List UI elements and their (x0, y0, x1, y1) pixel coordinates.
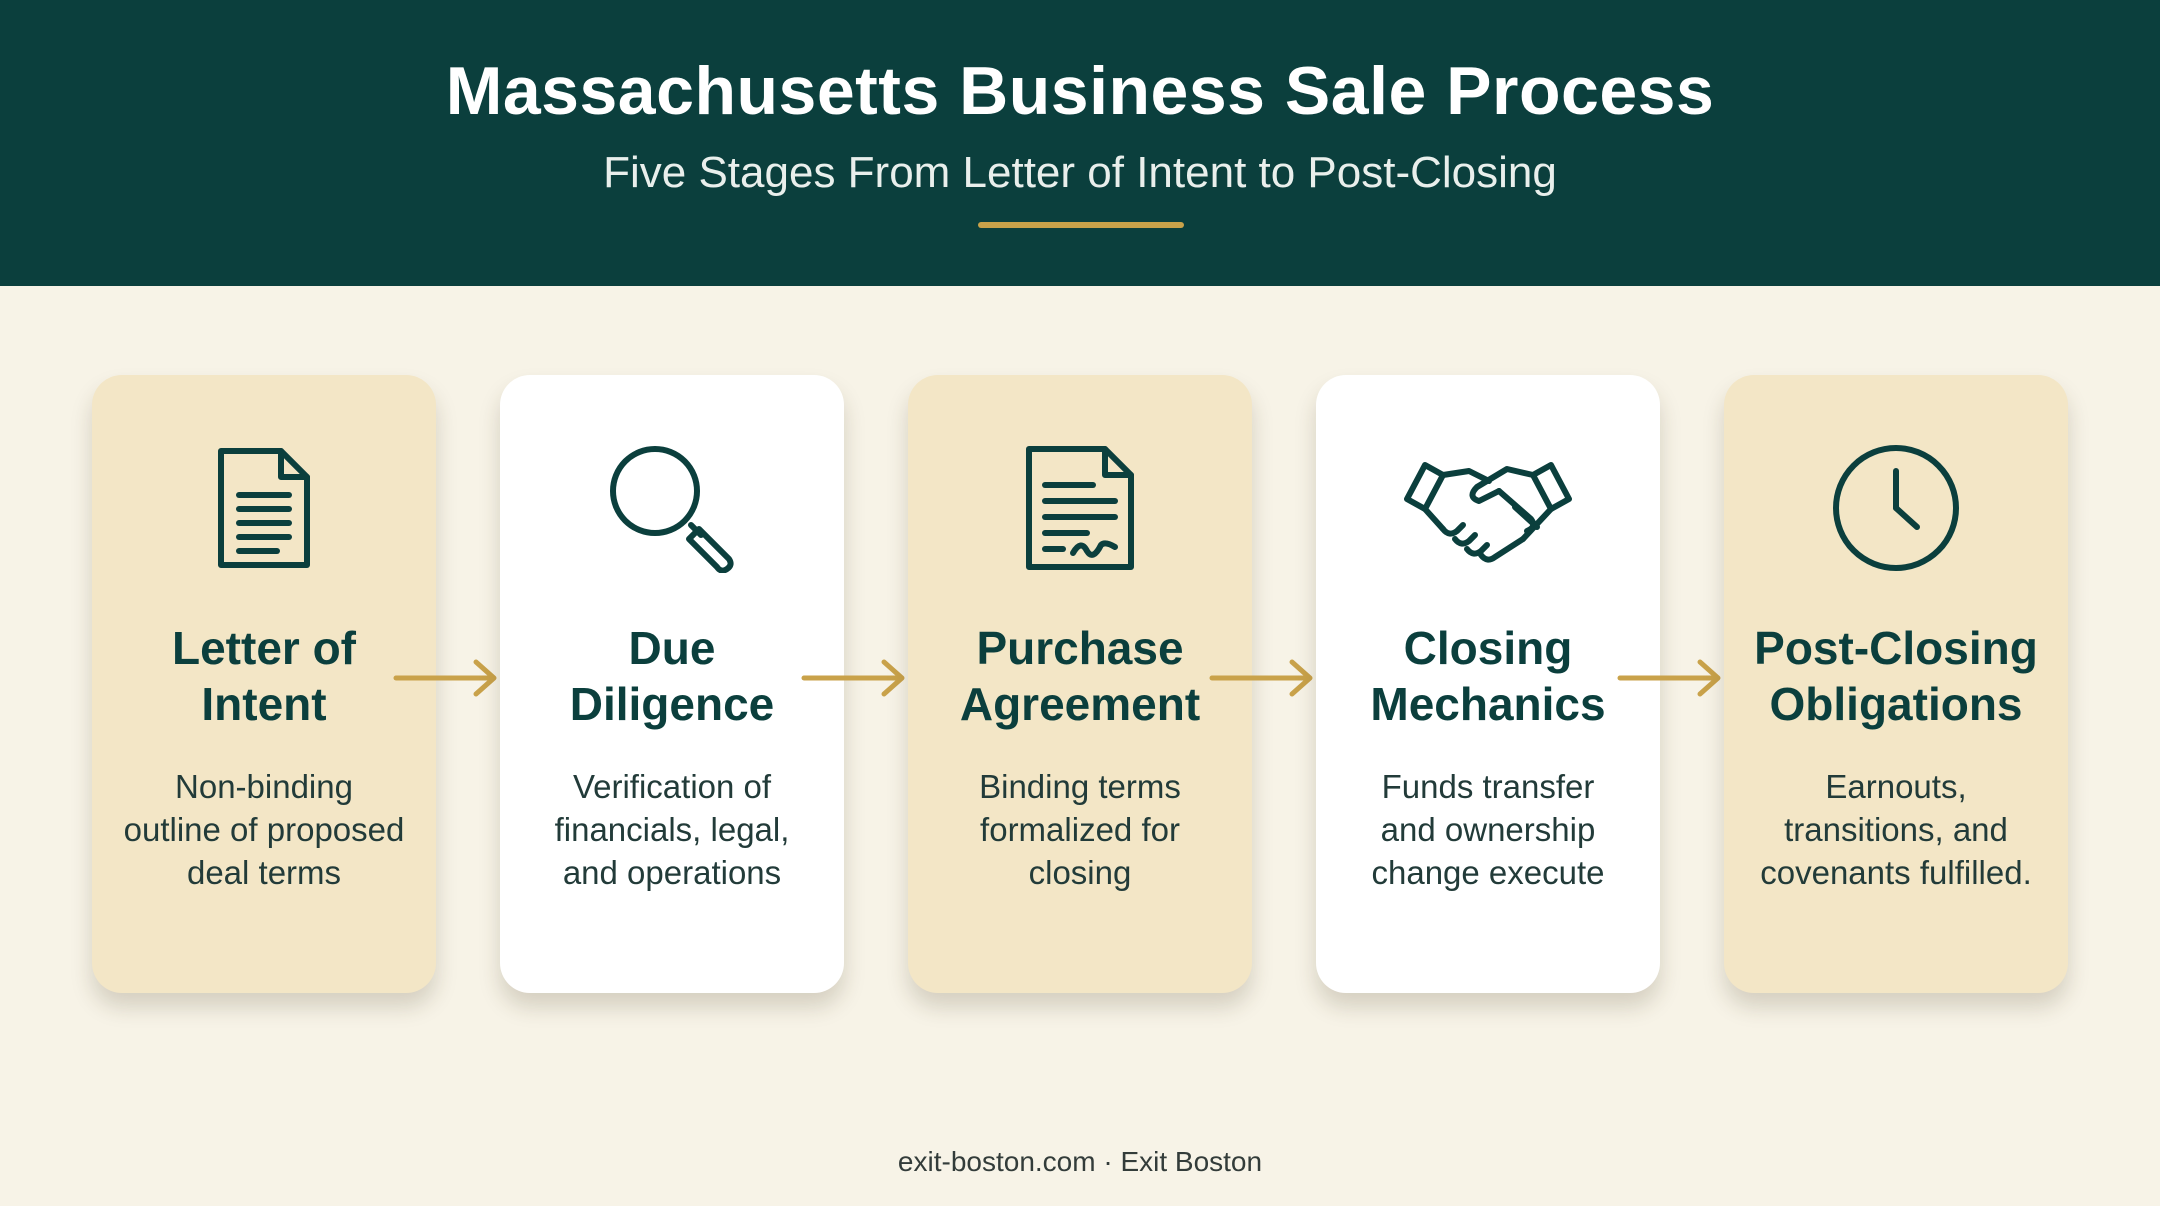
stage-title: Post-Closing Obligations (1754, 622, 2038, 730)
stage-title: Purchase Agreement (959, 622, 1201, 730)
stage-card-closing-mechanics: Closing Mechanics Funds transfer and own… (1316, 375, 1660, 993)
stage-description: Funds transfer and ownership change exec… (1371, 768, 1605, 891)
stage-description: Non-binding outline of proposed deal ter… (123, 768, 405, 891)
page-subtitle: Five Stages From Letter of Intent to Pos… (603, 148, 1557, 197)
stage-card-purchase-agreement: Purchase Agreement Binding terms formali… (908, 375, 1252, 993)
stage-title: Due Diligence (569, 622, 775, 730)
page-title: Massachusetts Business Sale Process (445, 53, 1715, 129)
stage-description: Verification of financials, legal, and o… (554, 768, 790, 891)
signed-contract-icon (1015, 443, 1145, 573)
flow-arrow (1208, 658, 1318, 698)
stage-title: Letter of Intent (172, 622, 356, 730)
footer-credit: exit-boston.com · Exit Boston (897, 1146, 1263, 1177)
flow-arrow (800, 658, 910, 698)
magnifying-glass-icon (607, 443, 737, 574)
clock-icon (1831, 443, 1961, 573)
document-icon (199, 443, 329, 573)
stage-card-letter-of-intent: Letter of Intent Non-binding outline of … (92, 375, 436, 993)
header-banner: Massachusetts Business Sale Process Five… (0, 0, 2160, 286)
flow-arrow (1616, 658, 1726, 698)
stage-description: Binding terms formalized for closing (979, 768, 1181, 891)
stage-card-post-closing-obligations: Post-Closing Obligations Earnouts, trans… (1724, 375, 2068, 993)
stage-description: Earnouts, transitions, and covenants ful… (1760, 768, 2032, 891)
stage-title: Closing Mechanics (1370, 622, 1606, 730)
accent-divider (978, 222, 1184, 228)
handshake-icon (1404, 443, 1572, 573)
stage-card-due-diligence: Due Diligence Verification of financials… (500, 375, 844, 993)
flow-arrow (392, 658, 502, 698)
